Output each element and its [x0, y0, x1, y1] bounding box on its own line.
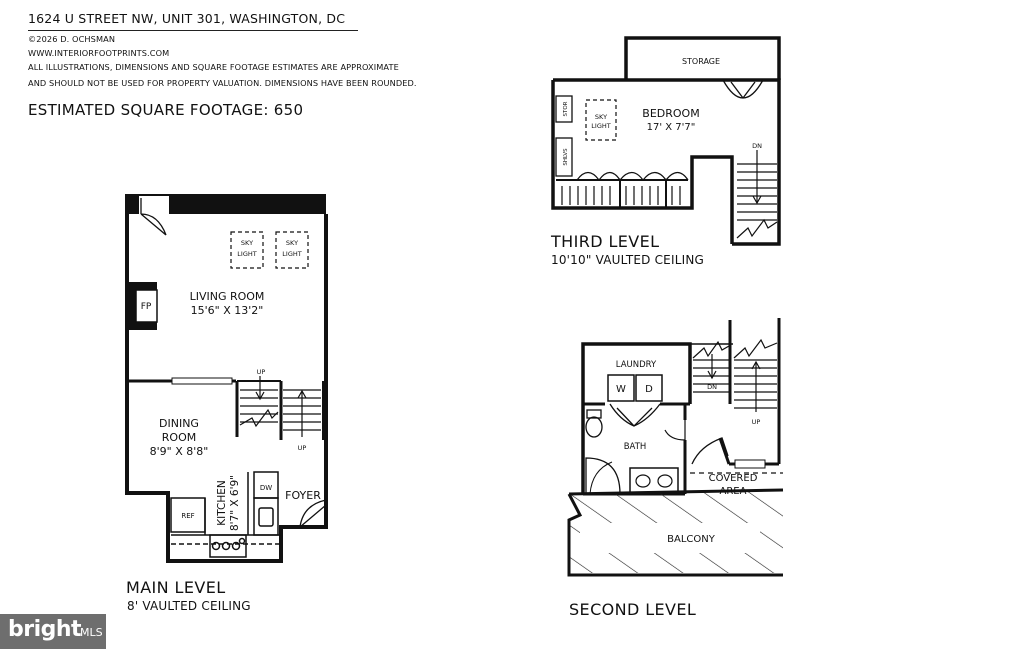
main-outer-wall — [125, 214, 328, 563]
storage-door — [722, 79, 764, 99]
main-stairs — [235, 376, 324, 440]
bedroom-closets — [556, 171, 689, 208]
vanity — [629, 467, 679, 495]
dishwasher-label: DW — [260, 484, 272, 492]
dryer-label: D — [645, 384, 653, 395]
third-level-ceiling: 10'10" VAULTED CEILING — [551, 253, 705, 267]
kitchen-sink — [258, 507, 274, 527]
bedroom-walls — [551, 80, 734, 244]
main-top-wall — [125, 194, 326, 214]
watermark-suffix: MLS — [80, 626, 103, 639]
skylight-1-sky: SKY — [241, 239, 253, 247]
bedroom-sky: SKY — [595, 113, 607, 121]
website-link[interactable]: WWW.INTERIORFOOTPRINTS.COM — [28, 48, 170, 58]
kitchen-counters — [170, 471, 281, 558]
laundry-label: LAUNDRY — [616, 360, 657, 370]
range — [209, 534, 247, 558]
skylight-2-light: LIGHT — [282, 250, 301, 258]
bath-door — [664, 420, 686, 441]
disclaimer-line-1: ALL ILLUSTRATIONS, DIMENSIONS AND SQUARE… — [28, 62, 399, 72]
covered-area-label-2: AREA — [720, 486, 747, 497]
second-stair-dn: DN — [707, 383, 717, 391]
foyer-label: FOYER — [285, 489, 321, 502]
main-level-title: MAIN LEVEL — [126, 578, 226, 597]
stor-closet — [555, 95, 573, 123]
third-level-stairs — [736, 150, 778, 239]
dining-dims: 8'9" X 8'8" — [150, 445, 209, 458]
header-rule — [28, 30, 358, 31]
second-level-title: SECOND LEVEL — [569, 600, 697, 619]
third-level-title: THIRD LEVEL — [551, 232, 660, 251]
disclaimer-line-2: AND SHOULD NOT BE USED FOR PROPERTY VALU… — [28, 78, 417, 88]
brightmls-watermark: bright MLS — [0, 614, 106, 649]
washer — [607, 374, 635, 402]
covered-area-label-1: COVERED — [709, 473, 758, 484]
dryer — [635, 374, 663, 402]
living-room-dims: 15'6" X 13'2" — [191, 304, 264, 317]
stor-label: STOR — [563, 101, 569, 116]
kitchen-label: KITCHEN — [216, 480, 228, 526]
second-level-stairs — [692, 338, 778, 412]
living-room-label: LIVING ROOM — [190, 290, 265, 303]
bath-label: BATH — [624, 442, 647, 452]
washer-label: W — [616, 384, 626, 395]
kitchen-dims: 8'7" X 6'9" — [229, 475, 241, 531]
copyright-text: ©2026 D. OCHSMAN — [28, 34, 116, 44]
main-stair-up-1: UP — [257, 368, 266, 376]
bedroom-label: BEDROOM — [642, 107, 699, 120]
skylight-2-sky: SKY — [286, 239, 298, 247]
watermark-brand: bright — [8, 617, 82, 642]
main-top-door-swing — [140, 198, 167, 236]
refrigerator-label: REF — [181, 512, 194, 520]
second-level-plan — [567, 318, 784, 577]
main-level-plan — [125, 194, 328, 563]
fireplace-label: FP — [141, 302, 152, 312]
main-stair-up-2: UP — [298, 444, 307, 452]
dining-label-1: DINING — [159, 417, 199, 430]
toilet — [585, 416, 603, 438]
storage-label: STORAGE — [682, 57, 720, 66]
shelves-label: SHLVS — [563, 148, 569, 166]
laundry-door — [609, 403, 661, 427]
skylight-2 — [275, 231, 309, 269]
balcony-label: BALCONY — [667, 534, 716, 545]
shelves — [555, 137, 573, 177]
main-level-ceiling: 8' VAULTED CEILING — [127, 599, 251, 613]
bedroom-light: LIGHT — [591, 122, 610, 130]
skylight-1 — [230, 231, 264, 269]
skylight-1-light: LIGHT — [237, 250, 256, 258]
bedroom-skylight — [585, 99, 617, 141]
storage-walls — [624, 36, 781, 80]
square-footage: ESTIMATED SQUARE FOOTAGE: 650 — [28, 101, 304, 119]
hall-door — [691, 437, 729, 465]
address-title: 1624 U STREET NW, UNIT 301, WASHINGTON, … — [28, 11, 346, 26]
third-level-plan — [551, 36, 781, 246]
bedroom-dims: 17' X 7'7" — [647, 122, 696, 133]
foyer-door-swing — [299, 490, 327, 528]
second-stair-up: UP — [752, 418, 761, 426]
third-stair-dn: DN — [752, 142, 762, 150]
dining-label-2: ROOM — [162, 431, 196, 444]
